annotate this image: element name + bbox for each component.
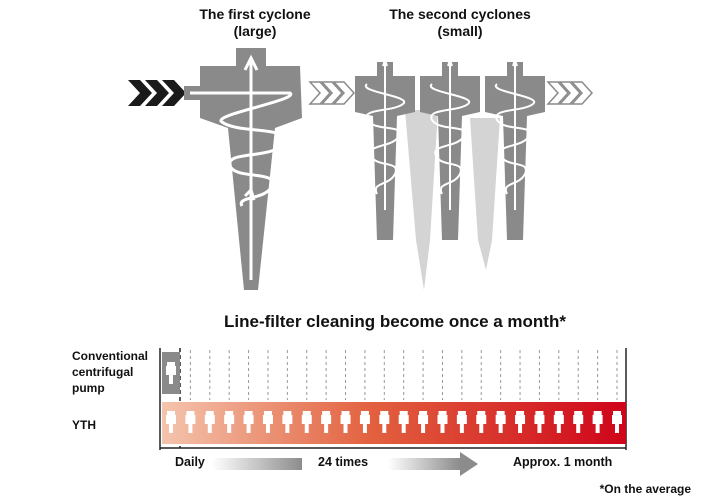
outlet-chevrons-icon bbox=[546, 81, 594, 105]
yth-bar bbox=[162, 402, 626, 444]
yth-label: YTH bbox=[72, 418, 96, 432]
headline: Line-filter cleaning become once a month… bbox=[224, 312, 566, 331]
timeline bbox=[159, 348, 627, 476]
first-cyclone-icon bbox=[184, 48, 302, 290]
footnote: *On the average bbox=[599, 482, 691, 496]
conventional-label: Conventional centrifugal pump bbox=[72, 349, 149, 395]
second-cyclones-icon bbox=[354, 59, 546, 290]
axis-daily: Daily bbox=[175, 455, 205, 469]
axis-month: Approx. 1 month bbox=[513, 455, 613, 469]
transfer-chevrons-icon bbox=[308, 81, 356, 105]
first-cyclone-title: The first cyclone (large) bbox=[199, 6, 311, 39]
inlet-chevrons-icon bbox=[128, 80, 186, 106]
second-cyclones-title: The second cyclones (small) bbox=[389, 6, 531, 39]
axis-24-times: 24 times bbox=[318, 455, 369, 469]
